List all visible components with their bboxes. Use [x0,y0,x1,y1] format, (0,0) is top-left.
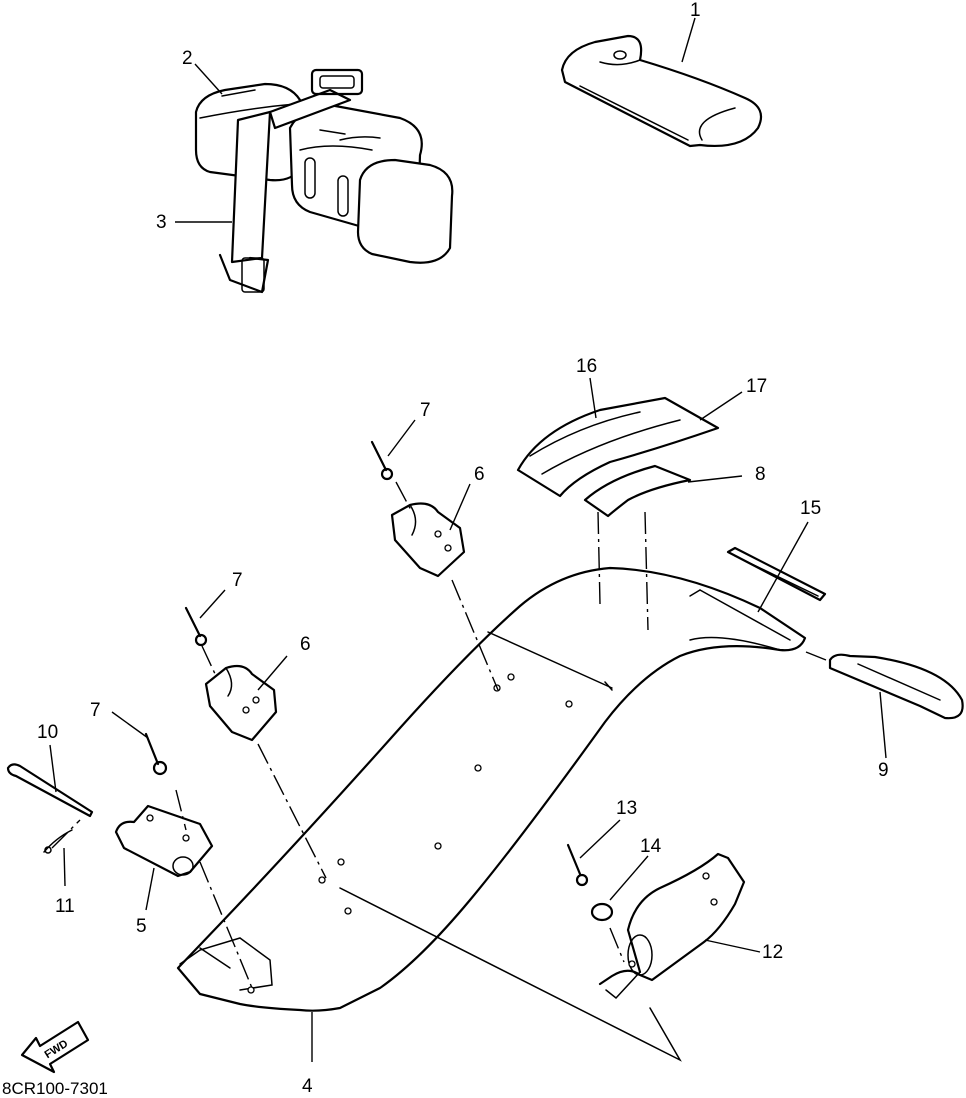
callout-12: 12 [762,942,783,963]
part-7-rivet-mid [184,606,208,647]
part-15-strip [726,546,827,602]
part-11-pin [43,829,73,854]
part-7-rivet-upper [370,440,394,481]
callout-2: 2 [182,48,193,69]
part-2-battery [194,82,454,264]
part-9-rod [828,653,964,720]
fwd-arrow: FWD [20,1020,90,1074]
part-1-pouch [560,34,763,148]
part-8-pad [583,464,692,518]
callout-8: 8 [755,464,766,485]
callout-11: 11 [55,896,75,917]
callout-3: 3 [156,212,167,233]
callout-16: 16 [576,356,597,377]
callout-10: 10 [37,722,58,743]
callout-7-upper: 7 [420,400,431,421]
callout-6-lower: 6 [300,634,311,655]
assembly-chain-lines [51,481,827,1062]
callout-5: 5 [136,916,147,937]
part-12-bracket [598,852,746,1000]
part-3-strap [218,68,364,294]
callout-17: 17 [746,376,767,397]
part-6-bracket-lower [204,664,278,742]
callout-14: 14 [640,836,662,857]
part-13-bolt [566,843,589,887]
part-7-rivet-lower [144,732,168,776]
part-10-bolt [6,763,94,818]
part-14-washer [590,902,614,922]
callout-15: 15 [800,498,821,519]
callout-7-lower: 7 [90,700,101,721]
callout-7-mid: 7 [232,570,243,591]
part-4-cover [176,566,807,1012]
diagram-code: 8CR100-7301 [2,1079,108,1098]
leader-lines [49,17,887,1062]
callout-9: 9 [878,760,889,781]
part-6-bracket-upper [390,502,466,578]
part-16-17-pad [516,396,720,498]
callout-1: 1 [690,0,701,21]
callout-6-upper: 6 [474,464,485,485]
callout-13: 13 [616,798,637,819]
callout-4: 4 [302,1076,313,1097]
part-5-hinge [114,804,214,878]
callouts: 1 2 3 16 17 7 6 8 15 7 6 7 10 9 13 14 11… [37,0,889,1097]
